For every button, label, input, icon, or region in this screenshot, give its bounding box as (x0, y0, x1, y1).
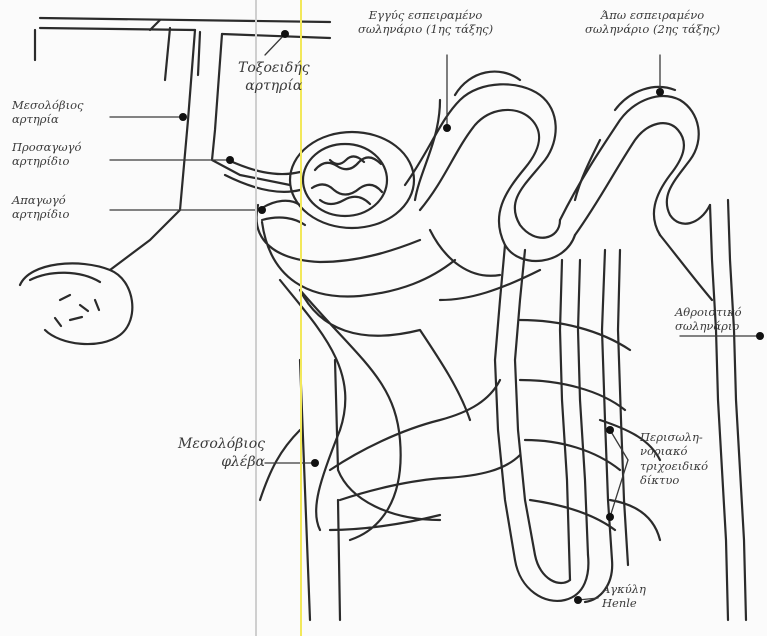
dot-interlobular-artery (179, 113, 187, 121)
dot-peritubular-a (606, 426, 614, 434)
fold-line-grey (255, 0, 257, 636)
label-peri-line4: δίκτυο (640, 473, 708, 487)
dot-arcuate (281, 30, 289, 38)
dot-afferent (226, 156, 234, 164)
leader-peritubular-a (610, 430, 628, 460)
label-arcuate-artery: Τοξοειδής αρτηρία (238, 60, 310, 95)
label-efferent-arteriole: Απαγωγό αρτηρίδιο (12, 193, 69, 222)
label-interlobular-vein: Μεσολόβιος φλέβα (178, 436, 265, 471)
dot-henle (574, 596, 582, 604)
distal-tubule (560, 96, 710, 235)
collecting-duct (710, 200, 746, 620)
label-afferent-line1: Προσαγωγό (12, 140, 81, 154)
label-peritubular-network: Περισωλη- νοριακό τριχοειδικό δίκτυο (640, 430, 708, 488)
label-henle-line2: Henle (602, 596, 646, 610)
label-proximal-line2: σωληνάριο (1ης τάξης) (358, 22, 493, 36)
label-afferent-arteriole: Προσαγωγό αρτηρίδιο (12, 140, 81, 169)
label-distal-line1: Άπω εσπειραμένο (585, 8, 720, 22)
label-distal-line2: σωληνάριο (2ης τάξης) (585, 22, 720, 36)
label-distal-tubule: Άπω εσπειραμένο σωληνάριο (2ης τάξης) (585, 8, 720, 37)
bowman-capsule (290, 132, 414, 228)
label-ia-line1: Μεσολόβιος (12, 98, 83, 112)
label-peri-line2: νοριακό (640, 444, 708, 458)
dot-efferent (258, 206, 266, 214)
label-peri-line3: τριχοειδικό (640, 459, 708, 473)
leader-arcuate (265, 34, 285, 55)
dot-peritubular-b (606, 513, 614, 521)
label-arcuate-line1: Τοξοειδής (238, 60, 310, 78)
proximal-tubule (405, 84, 575, 261)
label-vein-line1: Μεσολόβιος (178, 436, 265, 454)
label-collecting-duct: Αθροιστικό σωληνάριο (675, 305, 742, 334)
left-glomerulus (20, 263, 132, 344)
dot-proximal (443, 124, 451, 132)
label-efferent-line1: Απαγωγό (12, 193, 69, 207)
label-ia-line2: αρτηρία (12, 112, 83, 126)
label-proximal-line1: Εγγύς εσπειραμένο (358, 8, 493, 22)
label-proximal-tubule: Εγγύς εσπειραμένο σωληνάριο (1ης τάξης) (358, 8, 493, 37)
loop-descending (495, 245, 588, 601)
label-henle-line1: Αγκύλη (602, 582, 646, 596)
dot-distal (656, 88, 664, 96)
label-afferent-line2: αρτηρίδιο (12, 154, 81, 168)
label-interlobular-artery: Μεσολόβιος αρτηρία (12, 98, 83, 127)
glomerulus-core (303, 144, 387, 216)
peritubular-capillaries (520, 320, 660, 540)
label-loop-of-henle: Αγκύλη Henle (602, 582, 646, 611)
label-efferent-line2: αρτηρίδιο (12, 207, 69, 221)
afferent-arteriole-vessel (225, 160, 300, 192)
label-collecting-line1: Αθροιστικό (675, 305, 742, 319)
dot-collecting (756, 332, 764, 340)
label-peri-line1: Περισωλη- (640, 430, 708, 444)
label-vein-line2: φλέβα (178, 454, 265, 472)
fold-line-yellow (300, 0, 302, 636)
label-collecting-line2: σωληνάριο (675, 319, 742, 333)
dot-vein (311, 459, 319, 467)
label-arcuate-line2: αρτηρία (238, 78, 310, 96)
